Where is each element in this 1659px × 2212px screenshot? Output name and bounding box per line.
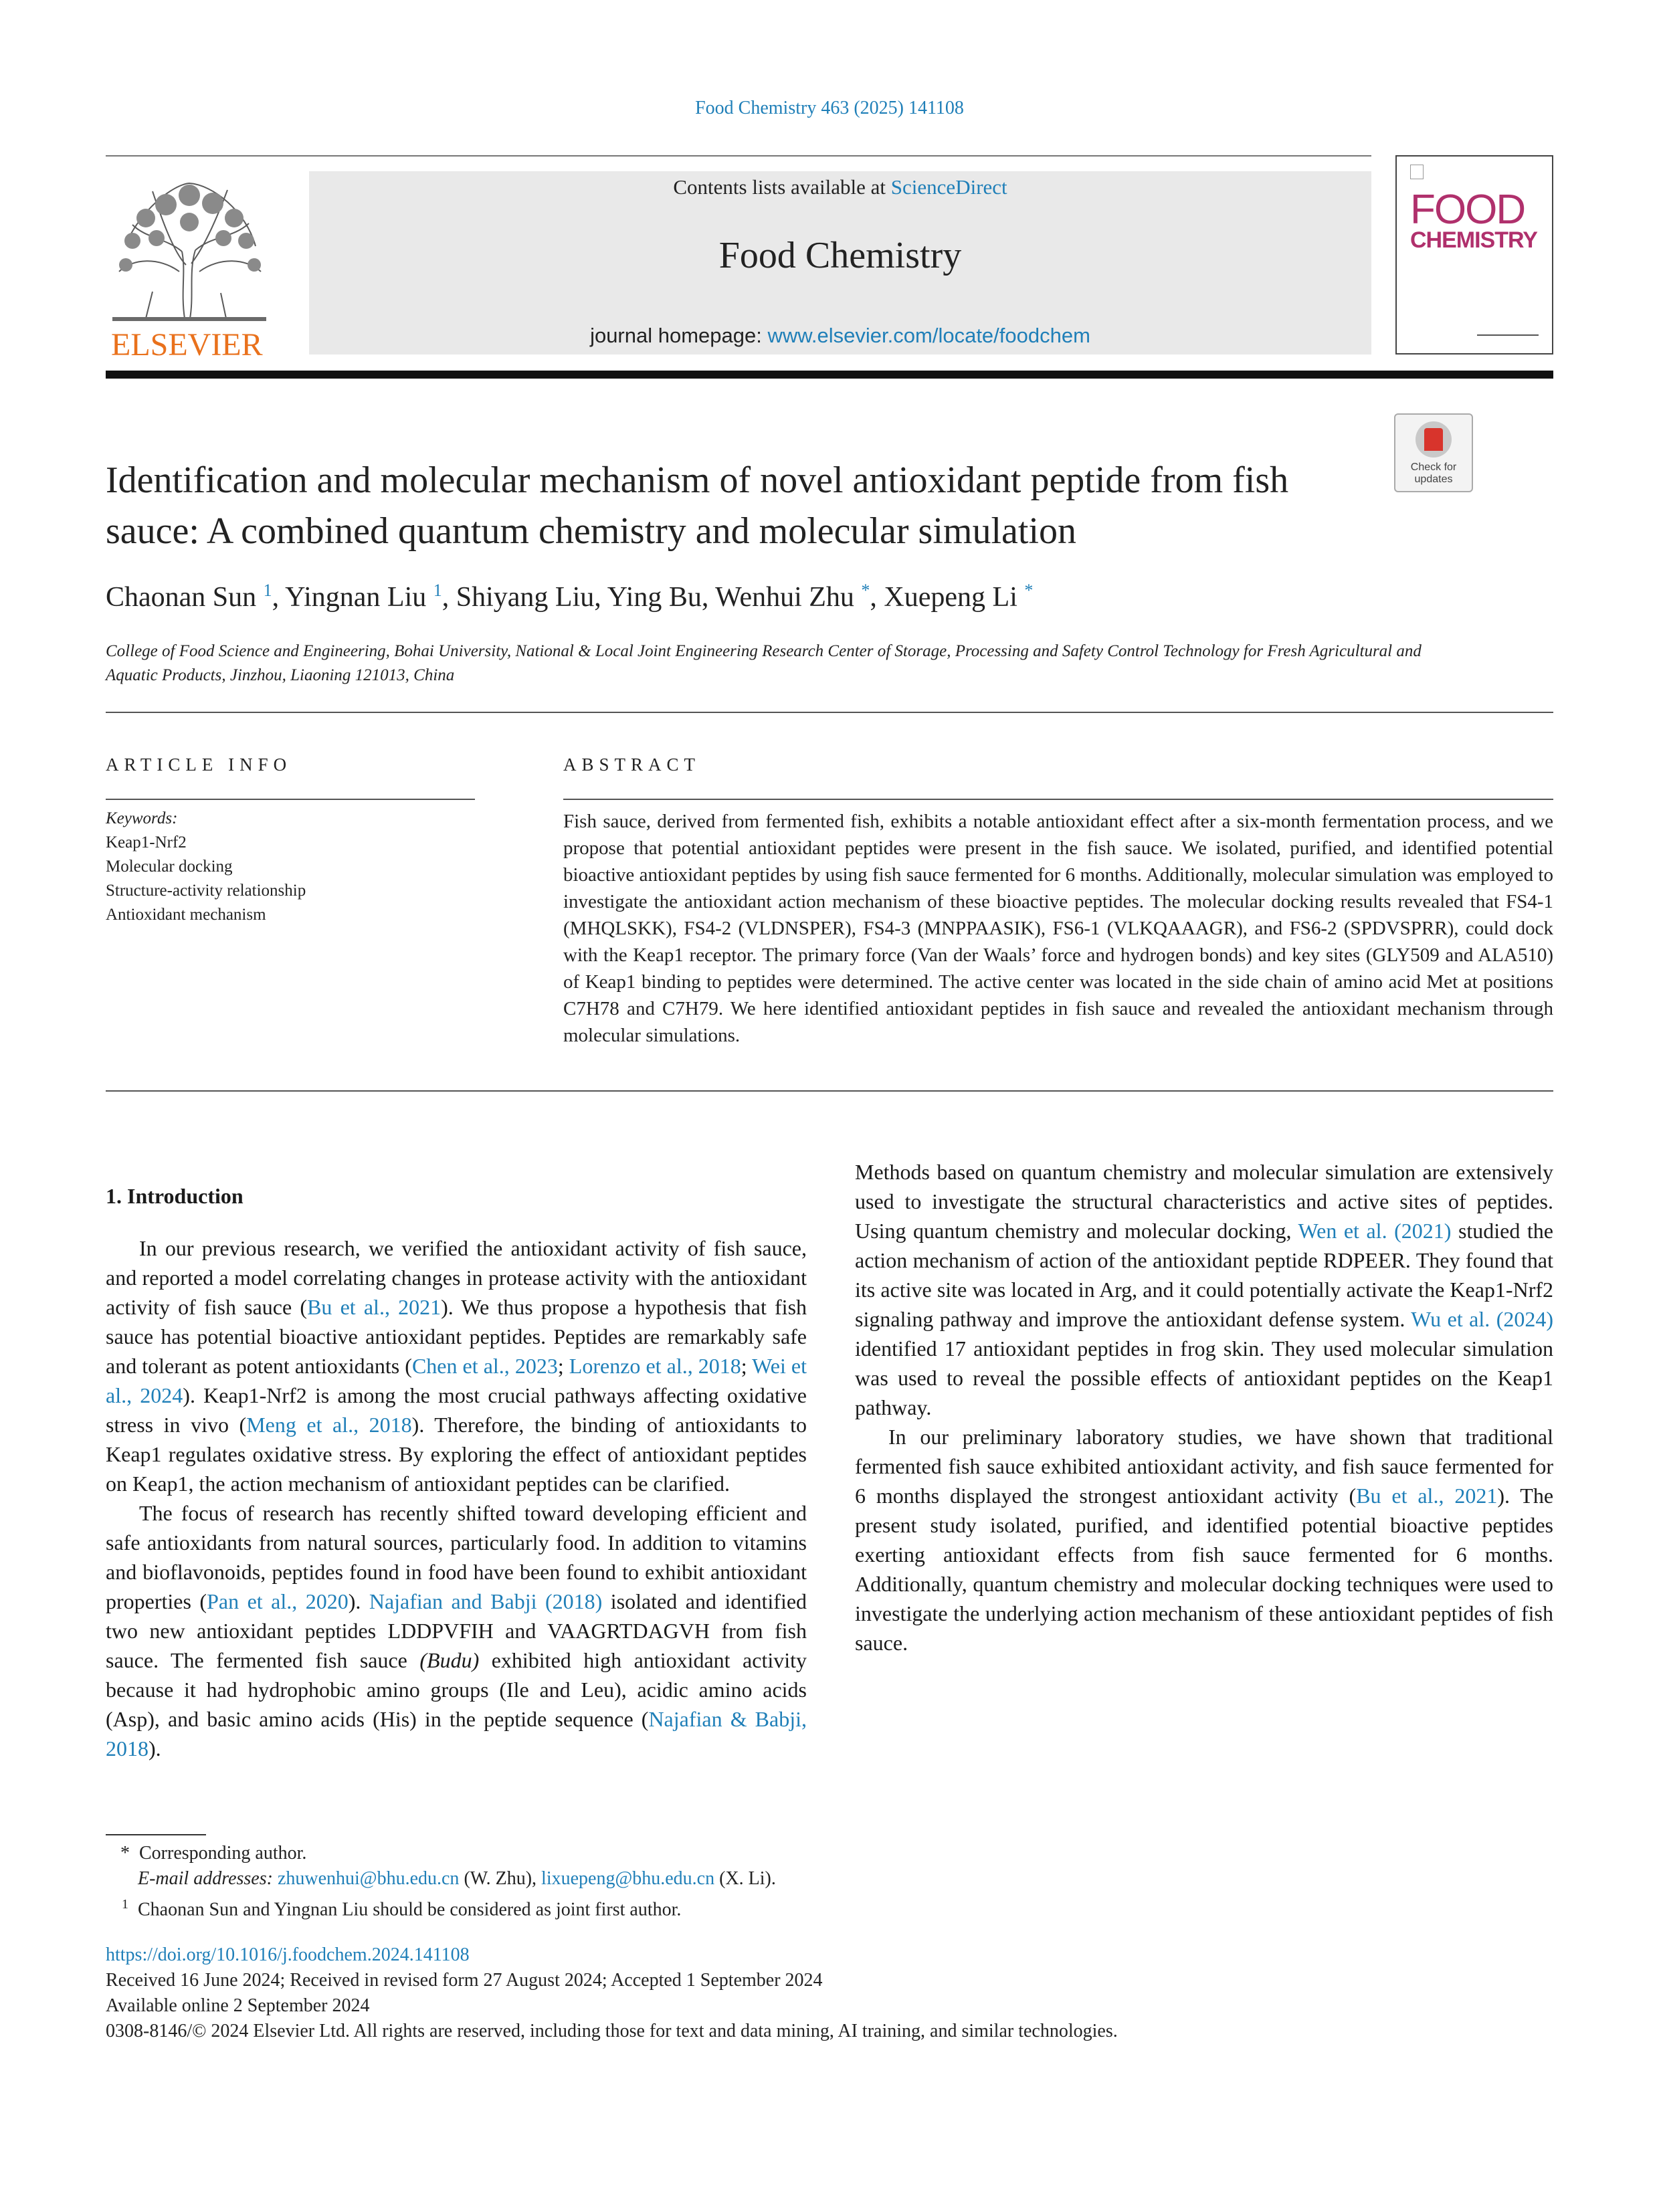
text-run: Methods based on quantum chemistry and m…: [855, 1160, 1553, 1243]
abstract-heading: ABSTRACT: [563, 755, 701, 775]
author-mark[interactable]: 1: [263, 581, 272, 600]
text-run: studied the action mechanism of action o…: [855, 1219, 1553, 1331]
text-run: ). The present study isolated, purified,…: [855, 1484, 1554, 1655]
header-rule: [106, 155, 1371, 157]
citation-link[interactable]: Chen et al., 2023: [411, 1354, 558, 1378]
citation-link[interactable]: Wei et al., 2024: [106, 1354, 807, 1407]
keywords-block: Keywords: Keap1-Nrf2 Molecular docking S…: [106, 807, 475, 927]
journal-banner: Contents lists available at ScienceDirec…: [309, 171, 1371, 355]
text-run: ). We thus propose a hypothesis that fis…: [106, 1295, 807, 1378]
citation-link[interactable]: Najafian and Babji (2018): [369, 1589, 603, 1613]
publisher-wordmark: ELSEVIER: [111, 327, 263, 363]
received-dates: Received 16 June 2024; Received in revis…: [106, 1970, 823, 1991]
text-run: In our previous research, we verified th…: [106, 1236, 807, 1319]
citation-link[interactable]: Pan et al., 2020: [207, 1589, 349, 1613]
author-name[interactable]: Shiyang Liu: [456, 582, 595, 613]
text-run: The focus of research has recently shift…: [106, 1501, 807, 1613]
citation-link[interactable]: Lorenzo et al., 2018: [569, 1354, 741, 1378]
article-info-rule: [106, 799, 475, 800]
available-online: Available online 2 September 2024: [106, 1995, 370, 2016]
keywords-label: Keywords:: [106, 809, 178, 827]
article-info-heading: ARTICLE INFO: [106, 755, 292, 775]
text-run: ). Therefore, the binding of antioxidant…: [106, 1413, 807, 1496]
doi-link[interactable]: https://doi.org/10.1016/j.foodchem.2024.…: [106, 1944, 470, 1965]
paragraph: In our preliminary laboratory studies, w…: [855, 1422, 1553, 1657]
journal-cover-thumbnail[interactable]: FOOD CHEMISTRY: [1395, 155, 1553, 355]
keyword: Molecular docking: [106, 858, 233, 876]
publication-info: https://doi.org/10.1016/j.foodchem.2024.…: [106, 1942, 1510, 2044]
author-mark[interactable]: *: [1024, 581, 1034, 600]
footnote-corresponding: * Corresponding author.: [120, 1843, 307, 1864]
text-run: ). Keap1-Nrf2 is among the most crucial …: [106, 1383, 807, 1437]
author-name[interactable]: Ying Bu: [607, 582, 702, 613]
author-list: Chaonan Sun 1, Yingnan Liu 1, Shiyang Li…: [106, 581, 1034, 613]
text-run: In our preliminary laboratory studies, w…: [855, 1425, 1553, 1508]
footnote-joint-author: 1 Chaonan Sun and Yingnan Liu should be …: [122, 1897, 682, 1920]
body-left-column: 1. Introduction In our previous research…: [106, 1181, 807, 1763]
citation-link[interactable]: Wen et al. (2021): [1298, 1219, 1452, 1243]
abstract-text: Fish sauce, derived from fermented fish,…: [563, 811, 1553, 1046]
cover-food-text: FOOD: [1410, 187, 1526, 233]
author-mark[interactable]: *: [861, 581, 870, 600]
journal-title: Food Chemistry: [718, 235, 962, 276]
text-run: ;: [557, 1354, 569, 1378]
author-name[interactable]: Xuepeng Li: [884, 582, 1017, 613]
homepage-line: journal homepage: www.elsevier.com/locat…: [590, 324, 1090, 347]
cover-rule: [1477, 334, 1539, 336]
author-mark[interactable]: 1: [433, 581, 442, 600]
author-name[interactable]: Chaonan Sun: [106, 582, 257, 613]
keyword: Structure-activity relationship: [106, 882, 306, 900]
paragraph: Methods based on quantum chemistry and m…: [855, 1157, 1553, 1422]
contents-line: Contents lists available at ScienceDirec…: [673, 175, 1007, 199]
check-updates-label: Check for updates: [1410, 462, 1457, 485]
text-run: (Budu): [419, 1648, 480, 1672]
cover-emblem-icon: [1410, 165, 1424, 179]
text-run: identified 17 antioxidant peptides in fr…: [855, 1336, 1553, 1419]
footnote-mark: 1: [122, 1897, 128, 1912]
text-run: ).: [348, 1589, 369, 1613]
journal-reference[interactable]: Food Chemistry 463 (2025) 141108: [695, 98, 964, 118]
body-right-column: Methods based on quantum chemistry and m…: [855, 1157, 1553, 1657]
text-run: isolated and identified two new antioxid…: [106, 1589, 807, 1672]
journal-homepage-link[interactable]: www.elsevier.com/locate/foodchem: [767, 324, 1090, 347]
article-title: Identification and molecular mechanism o…: [106, 460, 1289, 552]
text-run: ).: [149, 1736, 161, 1761]
text-run: ;: [741, 1354, 753, 1378]
header-thick-rule: [106, 371, 1553, 379]
author-name[interactable]: Yingnan Liu: [285, 582, 427, 613]
abstract-end-rule: [106, 1090, 1553, 1092]
section-rule: [106, 712, 1553, 713]
elsevier-tree-icon: [112, 182, 266, 321]
sciencedirect-link[interactable]: ScienceDirect: [890, 175, 1007, 199]
citation-link[interactable]: Wu et al. (2024): [1411, 1307, 1554, 1331]
check-for-updates-badge[interactable]: Check for updates: [1394, 413, 1473, 492]
footnotes: * Corresponding author. E-mail addresses…: [106, 1841, 1310, 1922]
keyword: Keap1-Nrf2: [106, 833, 187, 851]
footnote-emails: E-mail addresses: zhuwenhui@bhu.edu.cn (…: [138, 1868, 776, 1889]
keyword: Antioxidant mechanism: [106, 906, 266, 924]
citation-link[interactable]: Meng et al., 2018: [246, 1413, 412, 1437]
affiliation: College of Food Science and Engineering,…: [106, 642, 1422, 684]
text-run: exhibited high antioxidant activity beca…: [106, 1648, 807, 1731]
elsevier-logo[interactable]: ELSEVIER: [106, 171, 273, 363]
section-title: 1. Introduction: [106, 1184, 243, 1208]
paragraph: The focus of research has recently shift…: [106, 1498, 807, 1763]
citation-link[interactable]: Bu et al., 2021: [307, 1295, 442, 1319]
abstract-rule: [563, 799, 1553, 800]
bookmark-icon: [1424, 428, 1443, 451]
citation-link[interactable]: Bu et al., 2021: [1356, 1484, 1498, 1508]
copyright-notice: 0308-8146/© 2024 Elsevier Ltd. All right…: [106, 2021, 1118, 2041]
email-link[interactable]: lixuepeng@bhu.edu.cn: [541, 1868, 715, 1889]
footnote-mark: *: [120, 1843, 130, 1864]
citation-link[interactable]: Najafian & Babji, 2018: [106, 1707, 807, 1761]
footnote-rule: [106, 1834, 206, 1835]
email-link[interactable]: zhuwenhui@bhu.edu.cn: [277, 1868, 460, 1889]
cover-chemistry-text: CHEMISTRY: [1410, 227, 1538, 253]
author-name[interactable]: Wenhui Zhu: [715, 582, 854, 613]
paragraph: In our previous research, we verified th…: [106, 1233, 807, 1498]
